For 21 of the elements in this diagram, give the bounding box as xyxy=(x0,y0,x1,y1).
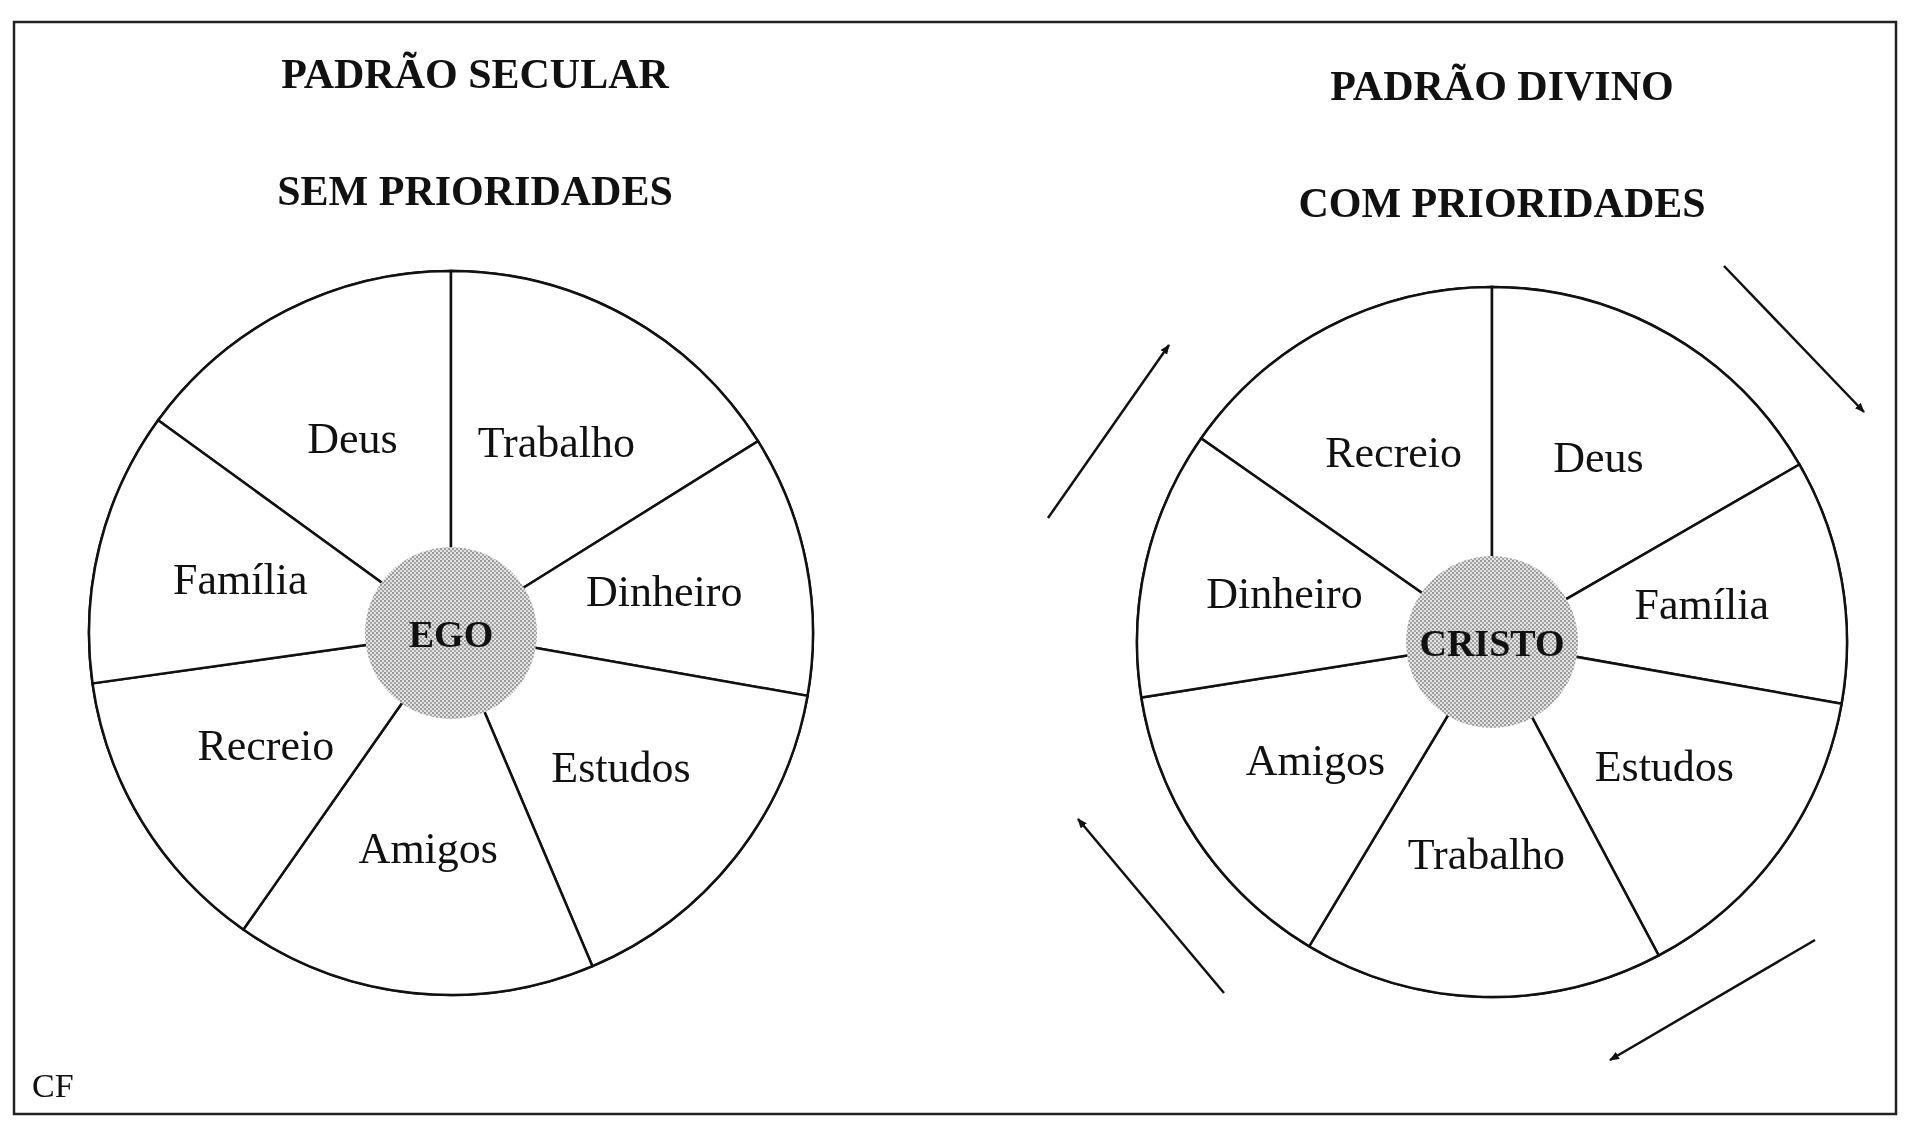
segment-label: Dinheiro xyxy=(586,566,743,616)
subheading: SEM PRIORIDADES xyxy=(277,168,673,214)
segment-label: Amigos xyxy=(1245,736,1386,786)
center-label: CRISTO xyxy=(1419,622,1565,664)
segment-label: Recreio xyxy=(197,721,335,771)
center-label: EGO xyxy=(408,613,494,655)
segment-label: Família xyxy=(1634,580,1769,629)
segment-label: Estudos xyxy=(1594,742,1734,792)
segment-label: Dinheiro xyxy=(1206,569,1363,619)
corner-note: CF xyxy=(32,1067,74,1104)
segment-label: Deus xyxy=(307,414,398,464)
heading: PADRÃO DIVINO xyxy=(1330,63,1674,109)
heading: PADRÃO SECULAR xyxy=(281,51,669,97)
segment-label: Trabalho xyxy=(477,418,635,468)
segment-label: Família xyxy=(173,555,308,605)
subheading: COM PRIORIDADES xyxy=(1298,180,1706,226)
segment-label: Estudos xyxy=(551,743,691,793)
segment-label: Trabalho xyxy=(1407,829,1566,879)
segment-label: Deus xyxy=(1553,432,1644,482)
segment-label: Recreio xyxy=(1325,428,1463,478)
segment-label: Amigos xyxy=(358,824,498,873)
